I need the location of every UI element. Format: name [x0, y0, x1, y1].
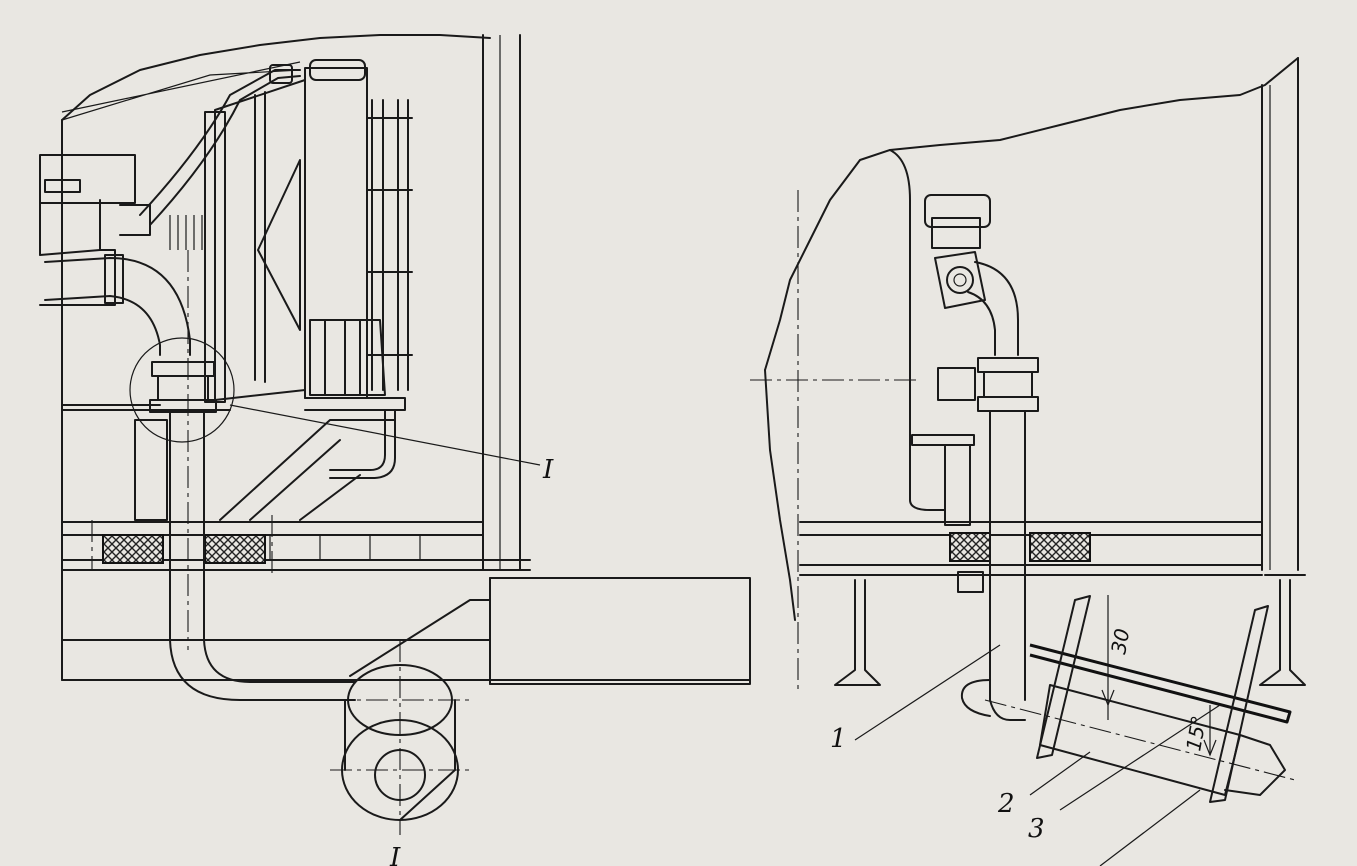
exhaust-pipe-right [957, 261, 1039, 721]
muffler-left [330, 599, 491, 835]
part-label-1: 1 [830, 724, 847, 754]
right-body-outline [764, 57, 1299, 371]
left-frame-wall [482, 34, 521, 571]
part-label-3: 3 [1028, 814, 1045, 844]
right-view [750, 57, 1306, 866]
dimension-offset: 30 [1106, 627, 1134, 656]
engine-block [39, 154, 151, 306]
exhaust-pipe-left [44, 250, 356, 701]
rail-right [1259, 574, 1306, 686]
callout-label-I: I [542, 455, 554, 485]
exhaust-flange [934, 251, 986, 309]
callout-label-bottom: I [389, 843, 401, 866]
radiator [139, 59, 413, 479]
rail-left [834, 574, 881, 686]
detail-callout-circle [129, 337, 235, 443]
part-label-2: 2 [997, 789, 1015, 819]
muffler-right [960, 595, 1296, 803]
left-body-outline [61, 34, 491, 121]
left-view [39, 34, 751, 835]
